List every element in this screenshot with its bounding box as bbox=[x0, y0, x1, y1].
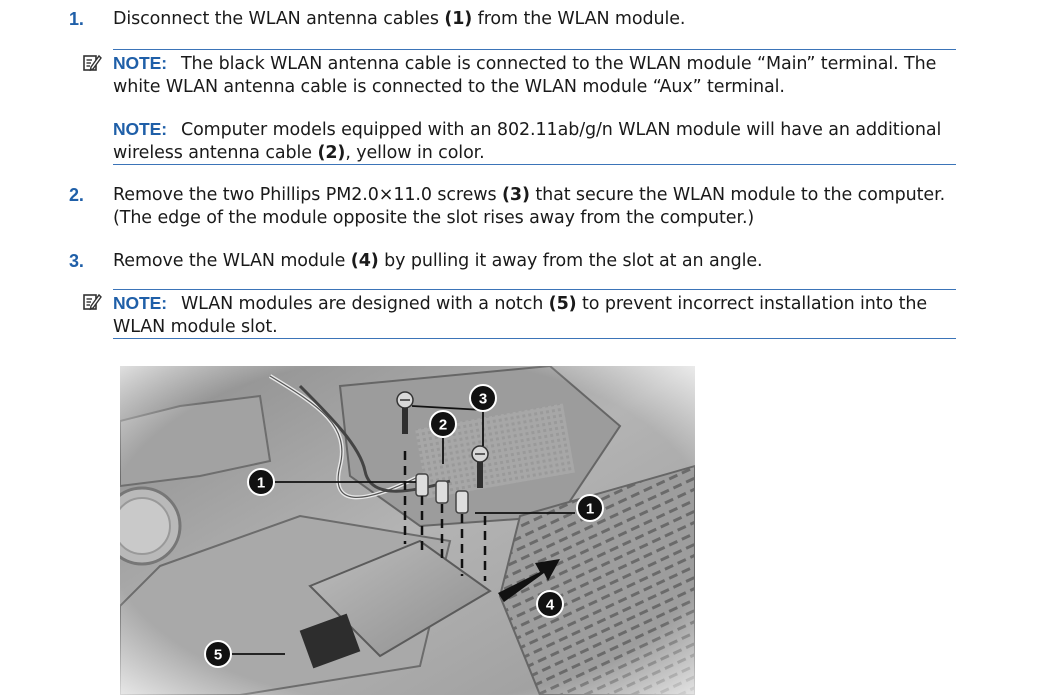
callout-3: 3 bbox=[469, 384, 497, 412]
callout-2: 2 bbox=[429, 410, 457, 438]
svg-text:2: 2 bbox=[439, 417, 447, 434]
svg-text:4: 4 bbox=[546, 597, 555, 614]
wlan-removal-figure: 1 2 3 1 4 5 bbox=[120, 366, 695, 695]
step-3-text-a: Remove the WLAN module bbox=[113, 251, 351, 271]
step-3-text: Remove the WLAN module (4) by pulling it… bbox=[113, 250, 963, 273]
step-3-text-b: by pulling it away from the slot at an a… bbox=[378, 251, 763, 271]
note-icon bbox=[83, 54, 102, 72]
step-2-number: 2. bbox=[69, 185, 84, 205]
step-3-ref: (4) bbox=[350, 251, 379, 271]
step-2-text-b: that secure the WLAN module to the compu… bbox=[113, 185, 946, 228]
note-2-ref: (2) bbox=[317, 143, 346, 163]
note-2: NOTE:Computer models equipped with an 80… bbox=[113, 118, 963, 165]
figure-illustration: 1 2 3 1 4 5 bbox=[120, 366, 695, 695]
note-3-label: NOTE: bbox=[113, 293, 167, 313]
step-1-number: 1. bbox=[69, 9, 84, 29]
note-1-label: NOTE: bbox=[113, 53, 167, 73]
note-1: NOTE:The black WLAN antenna cable is con… bbox=[113, 52, 963, 99]
step-1-ref: (1) bbox=[444, 9, 473, 29]
svg-text:1: 1 bbox=[586, 501, 594, 518]
callout-4: 4 bbox=[536, 590, 564, 618]
step-2-text-a: Remove the two Phillips PM2.0×11.0 screw… bbox=[113, 185, 502, 205]
step-1-text: Disconnect the WLAN antenna cables (1) f… bbox=[113, 8, 963, 31]
note-2-bottom-rule bbox=[113, 164, 956, 165]
figure-vignette bbox=[120, 366, 695, 695]
step-2-ref: (3) bbox=[501, 185, 530, 205]
note-3-top-rule bbox=[113, 289, 956, 290]
note-1-text: The black WLAN antenna cable is connecte… bbox=[113, 54, 937, 97]
step-2-text: Remove the two Phillips PM2.0×11.0 screw… bbox=[113, 184, 963, 230]
note-2-text-b: , yellow in color. bbox=[345, 143, 485, 163]
note-3: NOTE: WLAN modules are designed with a no… bbox=[113, 292, 963, 339]
svg-text:1: 1 bbox=[257, 475, 265, 492]
note-3-text-a: WLAN modules are designed with a notch bbox=[180, 294, 549, 314]
svg-text:5: 5 bbox=[214, 647, 222, 664]
step-1-text-b: from the WLAN module. bbox=[472, 9, 686, 29]
callout-1-right: 1 bbox=[576, 494, 604, 522]
note-3-bottom-rule bbox=[113, 338, 956, 339]
callout-1-left: 1 bbox=[247, 468, 275, 496]
note-icon bbox=[83, 293, 102, 311]
note-2-label: NOTE: bbox=[113, 119, 167, 139]
step-3-number: 3. bbox=[69, 251, 84, 271]
note-1-top-rule bbox=[113, 49, 956, 50]
step-1-text-a: Disconnect the WLAN antenna cables bbox=[113, 9, 445, 29]
note-3-text-b: to prevent incorrect installation into t… bbox=[113, 294, 928, 337]
note-2-text-a: Computer models equipped with an 802.11a… bbox=[113, 120, 942, 163]
callout-5: 5 bbox=[204, 640, 232, 668]
svg-text:3: 3 bbox=[479, 391, 487, 408]
note-3-ref: (5) bbox=[548, 294, 577, 314]
